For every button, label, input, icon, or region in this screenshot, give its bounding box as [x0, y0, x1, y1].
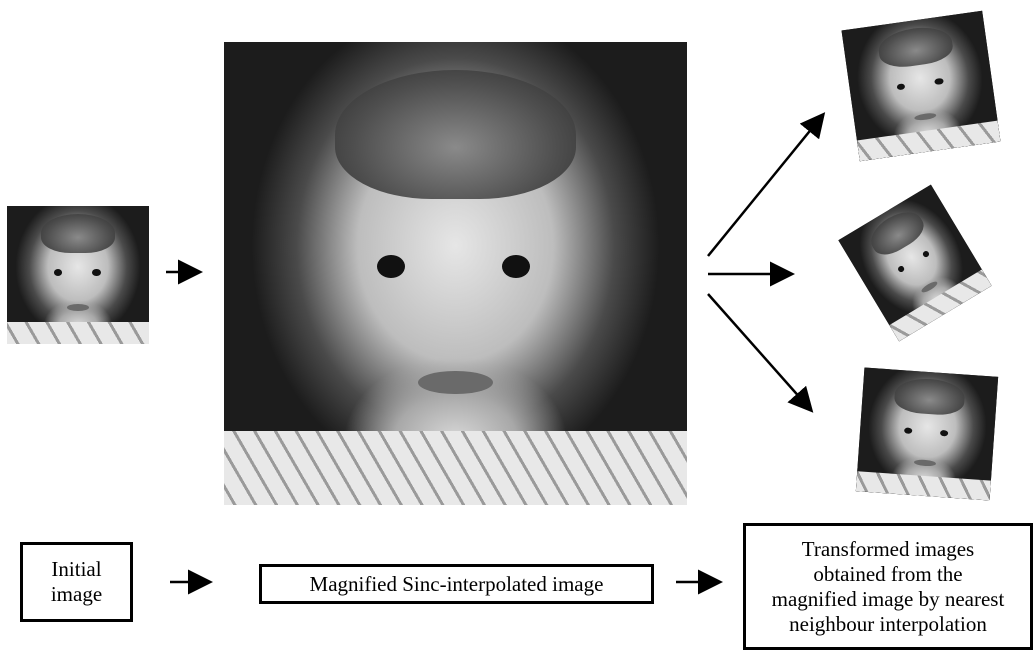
caption-initial-image: Initial image: [20, 542, 133, 622]
arrow-to-transformed-3: [708, 294, 810, 409]
caption-transformed-images: Transformed images obtained from the mag…: [743, 523, 1033, 650]
arrow-to-transformed-1: [708, 116, 822, 256]
caption-magnified-image: Magnified Sinc-interpolated image: [259, 564, 654, 604]
